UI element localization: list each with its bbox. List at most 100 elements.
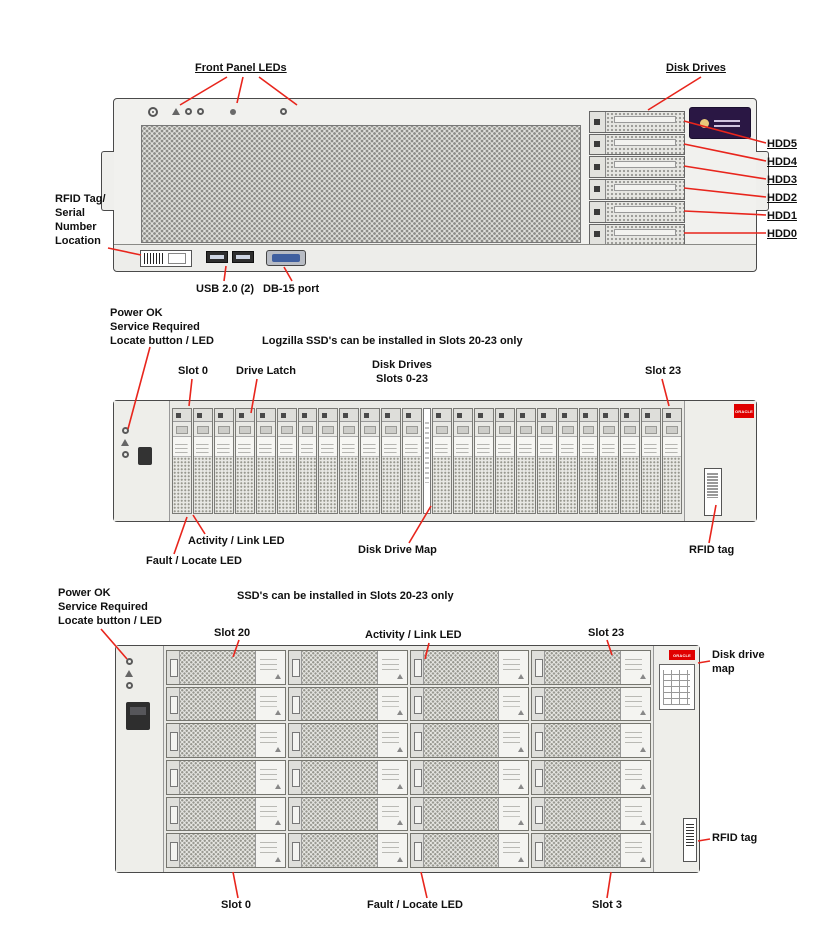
hdd-drive bbox=[589, 201, 685, 223]
drive-latch bbox=[590, 179, 606, 199]
drive-handle bbox=[579, 422, 598, 437]
label-line: Disk Drives bbox=[372, 359, 432, 371]
label-slot20: Slot 20 bbox=[214, 627, 251, 639]
drive-handle bbox=[621, 422, 640, 437]
drive-mesh bbox=[516, 457, 535, 513]
tray-mesh bbox=[545, 687, 620, 721]
drive-body bbox=[606, 179, 684, 199]
tray-mesh bbox=[180, 724, 255, 757]
label-disk-drive-map-mid: Disk Drive Map bbox=[358, 544, 437, 556]
drive-tray bbox=[287, 760, 408, 795]
tray-latch bbox=[288, 761, 302, 794]
overtemp-led-icon bbox=[230, 108, 236, 115]
drive-mesh bbox=[495, 457, 514, 513]
drive-slot bbox=[172, 408, 192, 514]
label-fault-bot: Fault / Locate LED bbox=[367, 899, 463, 911]
tray-mesh bbox=[545, 724, 620, 757]
locate-button bbox=[126, 702, 150, 730]
drive-handle bbox=[173, 422, 191, 437]
drive-mesh bbox=[600, 457, 619, 513]
rack-ear-left bbox=[101, 151, 114, 211]
label-line: Location bbox=[55, 235, 101, 247]
drive-mesh bbox=[642, 457, 661, 513]
tray-endcap bbox=[254, 761, 285, 794]
tray-endcap bbox=[376, 724, 407, 757]
drive-handle bbox=[361, 422, 380, 437]
middle-disk-shelf-chassis: ORACLE bbox=[113, 400, 757, 522]
drive-handle bbox=[433, 422, 451, 437]
tray-mesh bbox=[423, 687, 499, 721]
drive-slot bbox=[494, 408, 515, 514]
drive-latch bbox=[340, 409, 359, 422]
drive-slot bbox=[318, 408, 339, 514]
drive-slot bbox=[620, 408, 641, 514]
tray-endcap bbox=[498, 687, 529, 721]
bottom-tray-grid bbox=[166, 650, 651, 868]
label-line: Number bbox=[55, 221, 97, 233]
top-server-chassis bbox=[101, 98, 769, 272]
drive-latch bbox=[590, 157, 606, 177]
tray-mesh bbox=[301, 651, 377, 684]
drive-slot bbox=[578, 408, 599, 514]
label-front-panel-leds: Front Panel LEDs bbox=[195, 62, 287, 74]
drive-latch bbox=[319, 409, 338, 422]
power-ok-led-icon bbox=[125, 658, 133, 665]
locate-led-icon bbox=[125, 682, 133, 689]
label-slot23-bot: Slot 23 bbox=[588, 627, 625, 639]
drive-label bbox=[579, 437, 598, 457]
drive-label bbox=[433, 437, 451, 457]
drive-mesh bbox=[340, 457, 359, 513]
front-io-strip bbox=[114, 244, 756, 271]
label-hdd0: HDD0 bbox=[767, 228, 797, 240]
power-ok-led-icon bbox=[121, 427, 129, 434]
drive-label bbox=[663, 437, 682, 457]
drive-label bbox=[600, 437, 619, 457]
drive-latch bbox=[516, 409, 535, 422]
oracle-logo-badge: ORACLE bbox=[669, 650, 695, 660]
label-hdd2: HDD2 bbox=[767, 192, 797, 204]
drive-mesh bbox=[403, 457, 422, 513]
drive-slot bbox=[381, 408, 402, 514]
label-disk-drives: Disk Drives bbox=[666, 62, 726, 74]
drive-latch bbox=[590, 224, 606, 244]
tray-endcap bbox=[376, 761, 407, 794]
drive-latch bbox=[235, 409, 254, 422]
drive-mesh bbox=[663, 457, 682, 513]
tray-mesh bbox=[180, 651, 255, 684]
drive-latch bbox=[642, 409, 661, 422]
drive-latch bbox=[382, 409, 401, 422]
drive-latch bbox=[474, 409, 493, 422]
drive-latch bbox=[214, 409, 233, 422]
locate-button bbox=[138, 447, 152, 465]
usb-port-2 bbox=[232, 251, 254, 263]
sun-badge-text-lines bbox=[714, 119, 740, 127]
tray-endcap bbox=[620, 651, 650, 684]
middle-right-panel: ORACLE bbox=[684, 401, 756, 521]
sun-logo-icon bbox=[700, 118, 709, 128]
tray-latch bbox=[410, 724, 424, 757]
drive-tray bbox=[166, 723, 286, 758]
drive-mesh bbox=[214, 457, 233, 513]
drive-label bbox=[474, 437, 493, 457]
tray-mesh bbox=[423, 651, 499, 684]
label-activity-mid: Activity / Link LED bbox=[188, 535, 285, 547]
drive-latch bbox=[173, 409, 191, 422]
tray-endcap bbox=[620, 834, 650, 867]
label-logzilla-note: Logzilla SSD's can be installed in Slots… bbox=[262, 335, 523, 347]
tray-mesh bbox=[180, 687, 255, 721]
drive-tray bbox=[531, 686, 651, 722]
mesh-grille bbox=[141, 125, 581, 243]
tray-endcap bbox=[254, 834, 285, 867]
tray-mesh bbox=[545, 834, 620, 867]
tray-latch bbox=[410, 834, 424, 867]
label-ssd-note: SSD's can be installed in Slots 20-23 on… bbox=[237, 590, 454, 602]
label-line: map bbox=[712, 663, 735, 675]
tray-mesh bbox=[301, 797, 377, 831]
tray-endcap bbox=[254, 651, 285, 684]
label-activity-bot: Activity / Link LED bbox=[365, 629, 462, 641]
drive-handle bbox=[235, 422, 254, 437]
drive-tray bbox=[287, 796, 408, 832]
drive-label bbox=[516, 437, 535, 457]
drive-handle bbox=[537, 422, 556, 437]
label-line: Disk drive bbox=[712, 649, 765, 661]
